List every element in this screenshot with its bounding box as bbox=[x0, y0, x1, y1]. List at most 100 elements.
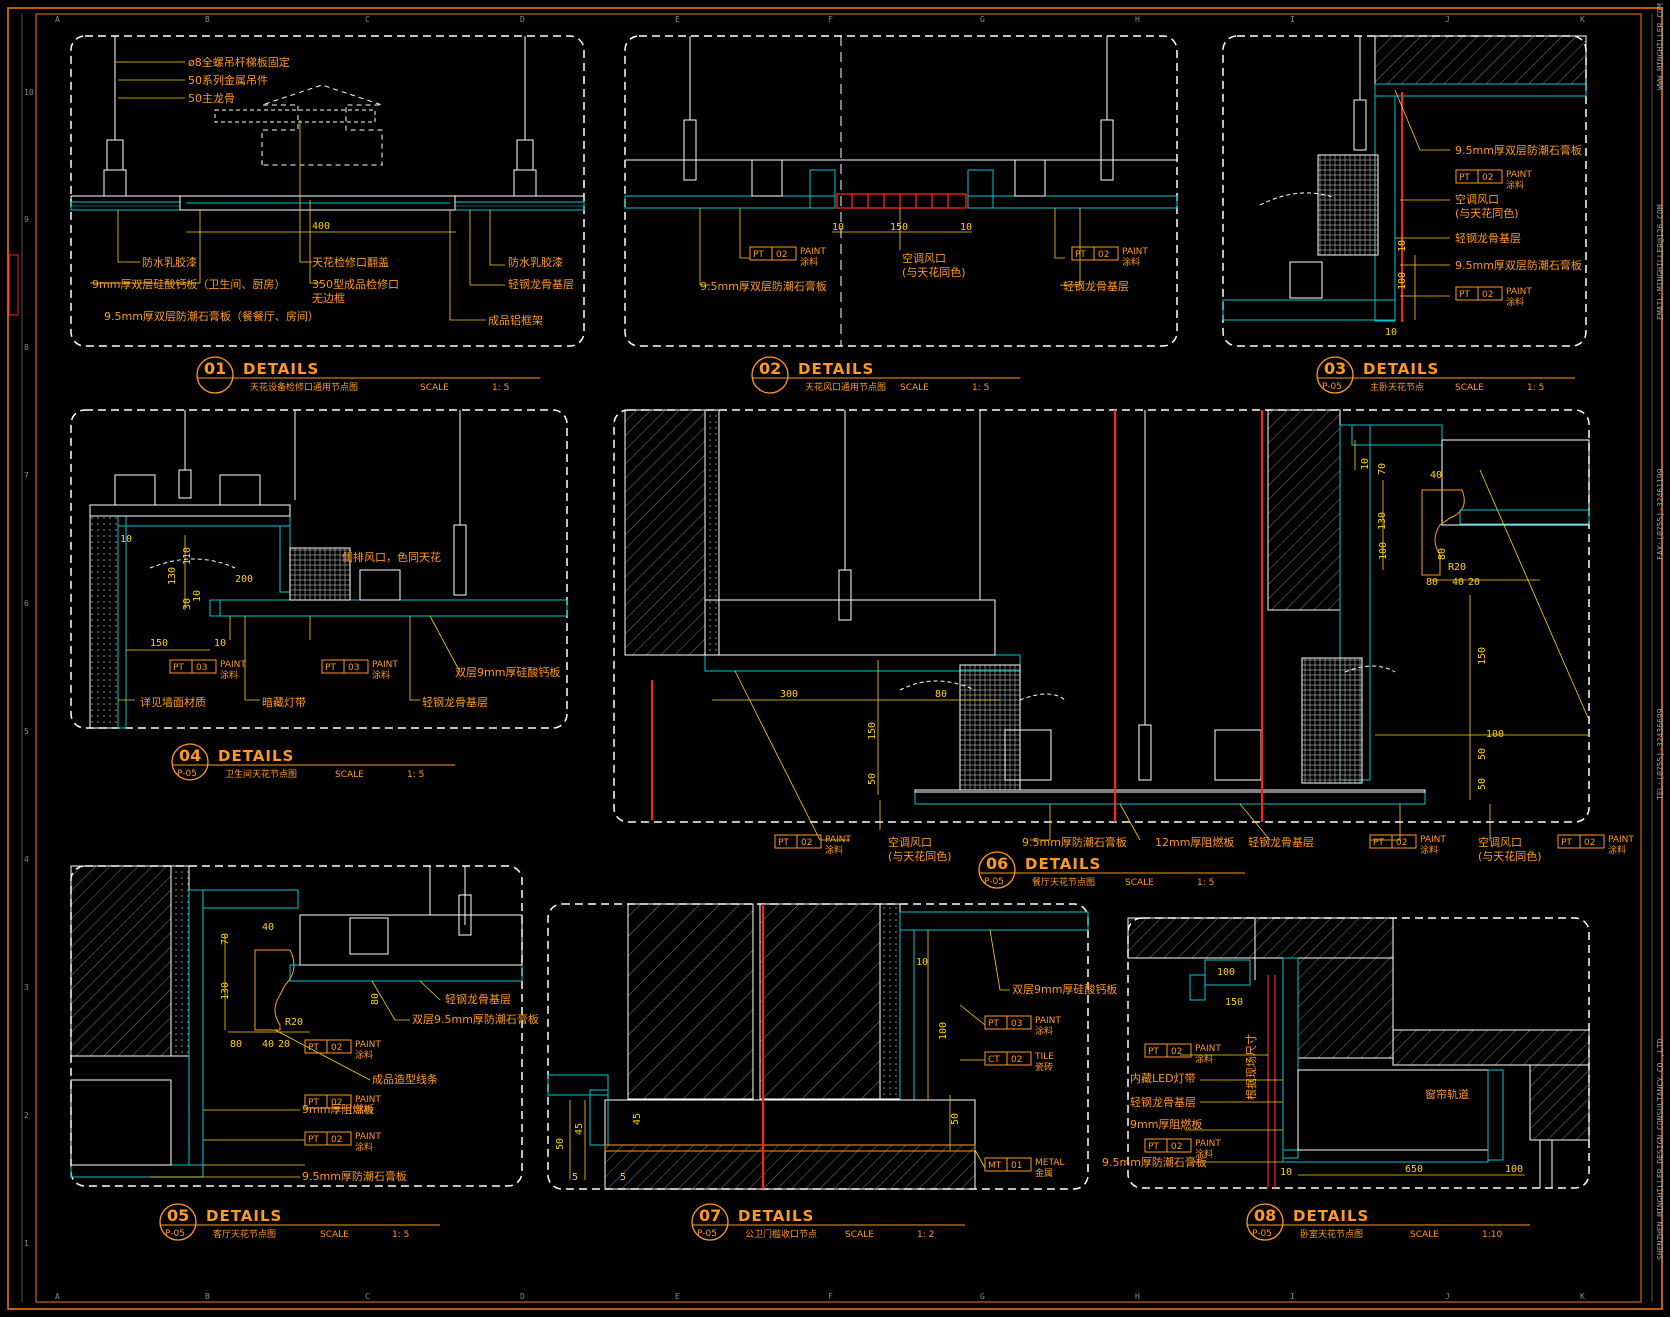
dim-text: 100 bbox=[938, 1022, 949, 1040]
callout-label: 天花检修口翻盖 bbox=[312, 255, 389, 269]
dim-text: 100 bbox=[1505, 1164, 1523, 1175]
dim-text: 150 bbox=[1225, 997, 1243, 1008]
material-name-cn: 涂料 bbox=[372, 669, 390, 681]
callout-label: 9.5mm厚双层防潮石膏板 bbox=[1455, 258, 1582, 272]
material-name-en: PAINT bbox=[825, 835, 851, 845]
detail-heading: DETAILS bbox=[1025, 855, 1101, 873]
dim-text: 10 bbox=[120, 534, 132, 545]
material-code: PT bbox=[308, 1135, 319, 1145]
material-code: CT bbox=[988, 1055, 1000, 1065]
detail-number: 07 bbox=[699, 1206, 721, 1225]
material-name-en: METAL bbox=[1035, 1158, 1064, 1168]
callout-label: 9.5mm厚双层防潮石膏板 bbox=[1455, 143, 1582, 157]
callout-label: 轻钢龙骨基层 bbox=[1130, 1095, 1196, 1109]
scale-value: 1: 2 bbox=[917, 1230, 934, 1240]
company-info-text: TEL:(0755)-32436699 bbox=[1656, 708, 1665, 800]
callout-label: 9.5mm厚防潮石膏板 bbox=[1102, 1155, 1207, 1169]
dim-text: 40 bbox=[262, 922, 274, 933]
dim-text: 150 bbox=[890, 222, 908, 233]
dim-text: 10 bbox=[1280, 1167, 1292, 1178]
material-number: 02 bbox=[801, 838, 812, 848]
callout-label: 50系列金属吊件 bbox=[188, 73, 268, 87]
dim-text: 130 bbox=[167, 567, 178, 585]
material-code: PT bbox=[778, 838, 789, 848]
dim-text: 45 bbox=[574, 1123, 585, 1135]
material-code: PT bbox=[1075, 250, 1086, 260]
title-block-side: WWW.MINGHILLER.COM EMAIL:MINGHILLER@126.C… bbox=[1656, 3, 1665, 1260]
detail-subtitle: 卫生间天花节点图 bbox=[225, 768, 297, 780]
dim-text: 10 bbox=[832, 222, 844, 233]
dim-text: 5 bbox=[620, 1172, 626, 1183]
dim-text: 650 bbox=[1405, 1164, 1423, 1175]
dim-text: 80 bbox=[1426, 577, 1438, 588]
grid-letter: G bbox=[980, 15, 985, 24]
callout-label: 9.5mm厚防潮石膏板 bbox=[1022, 835, 1127, 849]
material-number: 02 bbox=[1482, 290, 1493, 300]
grid-letter: A bbox=[55, 15, 60, 24]
callout-label: 9.5mm厚双层防潮石膏板 bbox=[700, 279, 827, 293]
company-info-text: WWW.MINGHILLER.COM bbox=[1656, 3, 1665, 90]
dim-text: 50 bbox=[950, 1113, 961, 1125]
detail-subtitle: 主卧天花节点 bbox=[1370, 381, 1424, 393]
dim-text: 10 bbox=[192, 590, 203, 602]
detail-heading: DETAILS bbox=[1363, 360, 1439, 378]
detail-heading: DETAILS bbox=[206, 1207, 282, 1225]
detail-number: 04 bbox=[179, 746, 201, 765]
dim-text: 400 bbox=[312, 221, 330, 232]
material-name-cn: 涂料 bbox=[825, 844, 843, 856]
material-name-en: PAINT bbox=[1195, 1139, 1221, 1149]
grid-letter: H bbox=[1135, 15, 1140, 24]
material-name-en: PAINT bbox=[1506, 170, 1532, 180]
callout-label: 无边框 bbox=[312, 292, 345, 305]
dim-text: 100 bbox=[1397, 272, 1408, 290]
material-number: 02 bbox=[331, 1043, 342, 1053]
callout-label: 详见墙面材质 bbox=[140, 695, 206, 709]
dim-text: 80 bbox=[230, 1039, 242, 1050]
callout-label: 防水乳胶漆 bbox=[142, 255, 197, 269]
dim-text: 20 bbox=[278, 1039, 290, 1050]
grid-number: 4 bbox=[24, 855, 29, 864]
material-name-cn: 瓷砖 bbox=[1035, 1061, 1053, 1073]
dim-text: 10 bbox=[1360, 458, 1371, 470]
callout-label: 轻钢龙骨基层 bbox=[1248, 835, 1314, 849]
grid-number: 1 bbox=[24, 1239, 29, 1248]
material-name-en: PAINT bbox=[800, 247, 826, 257]
callout-label: 轻钢龙骨基层 bbox=[1063, 279, 1129, 293]
material-code: PT bbox=[173, 663, 184, 673]
dim-text: 10 bbox=[214, 638, 226, 649]
material-name-en: TILE bbox=[1034, 1052, 1054, 1062]
dim-text: 200 bbox=[235, 574, 253, 585]
material-name-cn: 涂料 bbox=[1195, 1053, 1213, 1065]
grid-number: 6 bbox=[24, 599, 29, 608]
scale-value: 1: 5 bbox=[492, 383, 509, 393]
detail-subtitle: 卧室天花节点图 bbox=[1300, 1228, 1363, 1240]
callout-label: 窗帘轨道 bbox=[1425, 1087, 1469, 1101]
grid-letter: D bbox=[520, 15, 525, 24]
callout-label: 350型成品检修口 bbox=[312, 277, 399, 291]
grid-letter: F bbox=[828, 15, 833, 24]
material-name-cn: 涂料 bbox=[355, 1104, 373, 1116]
material-code: PT bbox=[325, 663, 336, 673]
dim-text: 150 bbox=[867, 722, 878, 740]
company-info-text: EMAIL:MINGHILLER@126.COM bbox=[1656, 204, 1665, 320]
dim-text: 80 bbox=[1437, 548, 1448, 560]
scale-label: SCALE bbox=[1455, 383, 1484, 393]
dim-text: 40 bbox=[262, 1039, 274, 1050]
scale-value: 1: 5 bbox=[1527, 383, 1544, 393]
grid-letter: J bbox=[1445, 15, 1450, 24]
grid-number: 9 bbox=[24, 215, 29, 224]
material-number: 02 bbox=[331, 1135, 342, 1145]
callout-label: 轻钢龙骨基层 bbox=[445, 992, 511, 1006]
material-code: PT bbox=[1459, 173, 1470, 183]
material-name-cn: 涂料 bbox=[1420, 844, 1438, 856]
dim-text: 10 bbox=[916, 957, 928, 968]
